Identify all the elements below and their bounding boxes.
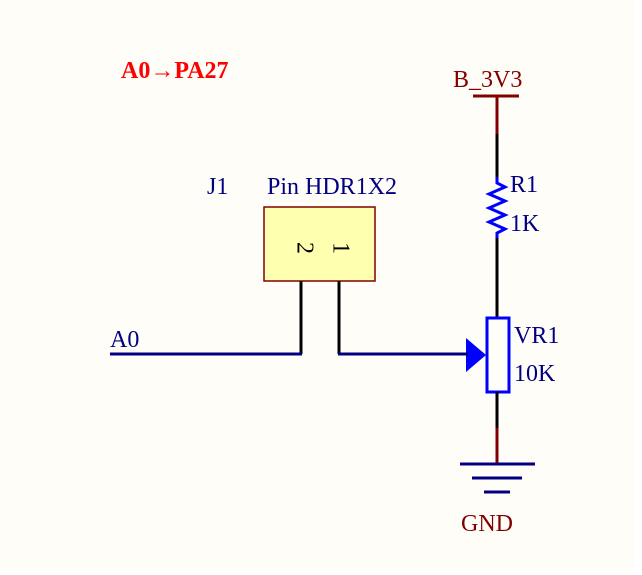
resistor-symbol xyxy=(485,177,509,238)
pot-value: 10K xyxy=(514,361,556,387)
header-body xyxy=(263,206,376,282)
potentiometer-vr1: VR1 10K xyxy=(466,316,559,394)
pot-body xyxy=(485,316,511,394)
header-pin2-number: 2 xyxy=(291,242,317,254)
power-port-label: B_3V3 xyxy=(453,67,522,93)
pot-wiper-arrow xyxy=(466,338,486,372)
pot-designator: VR1 xyxy=(514,323,559,349)
net-label-a0: A0 xyxy=(110,327,139,353)
header-j1: J1 Pin HDR1X2 2 1 xyxy=(207,174,397,354)
power-port-b3v3: B_3V3 xyxy=(453,67,522,134)
header-pin1-number: 1 xyxy=(327,242,353,254)
resistor-r1: R1 1K xyxy=(485,172,540,238)
resistor-value: 1K xyxy=(510,211,540,237)
header-comment: Pin HDR1X2 xyxy=(267,174,397,200)
resistor-designator: R1 xyxy=(510,172,538,198)
header-designator: J1 xyxy=(207,174,228,200)
schematic-title: A0→PA27 xyxy=(121,58,229,84)
ground-port-label: GND xyxy=(461,511,513,537)
page-edge xyxy=(635,0,642,570)
ground-port: GND xyxy=(460,428,535,537)
